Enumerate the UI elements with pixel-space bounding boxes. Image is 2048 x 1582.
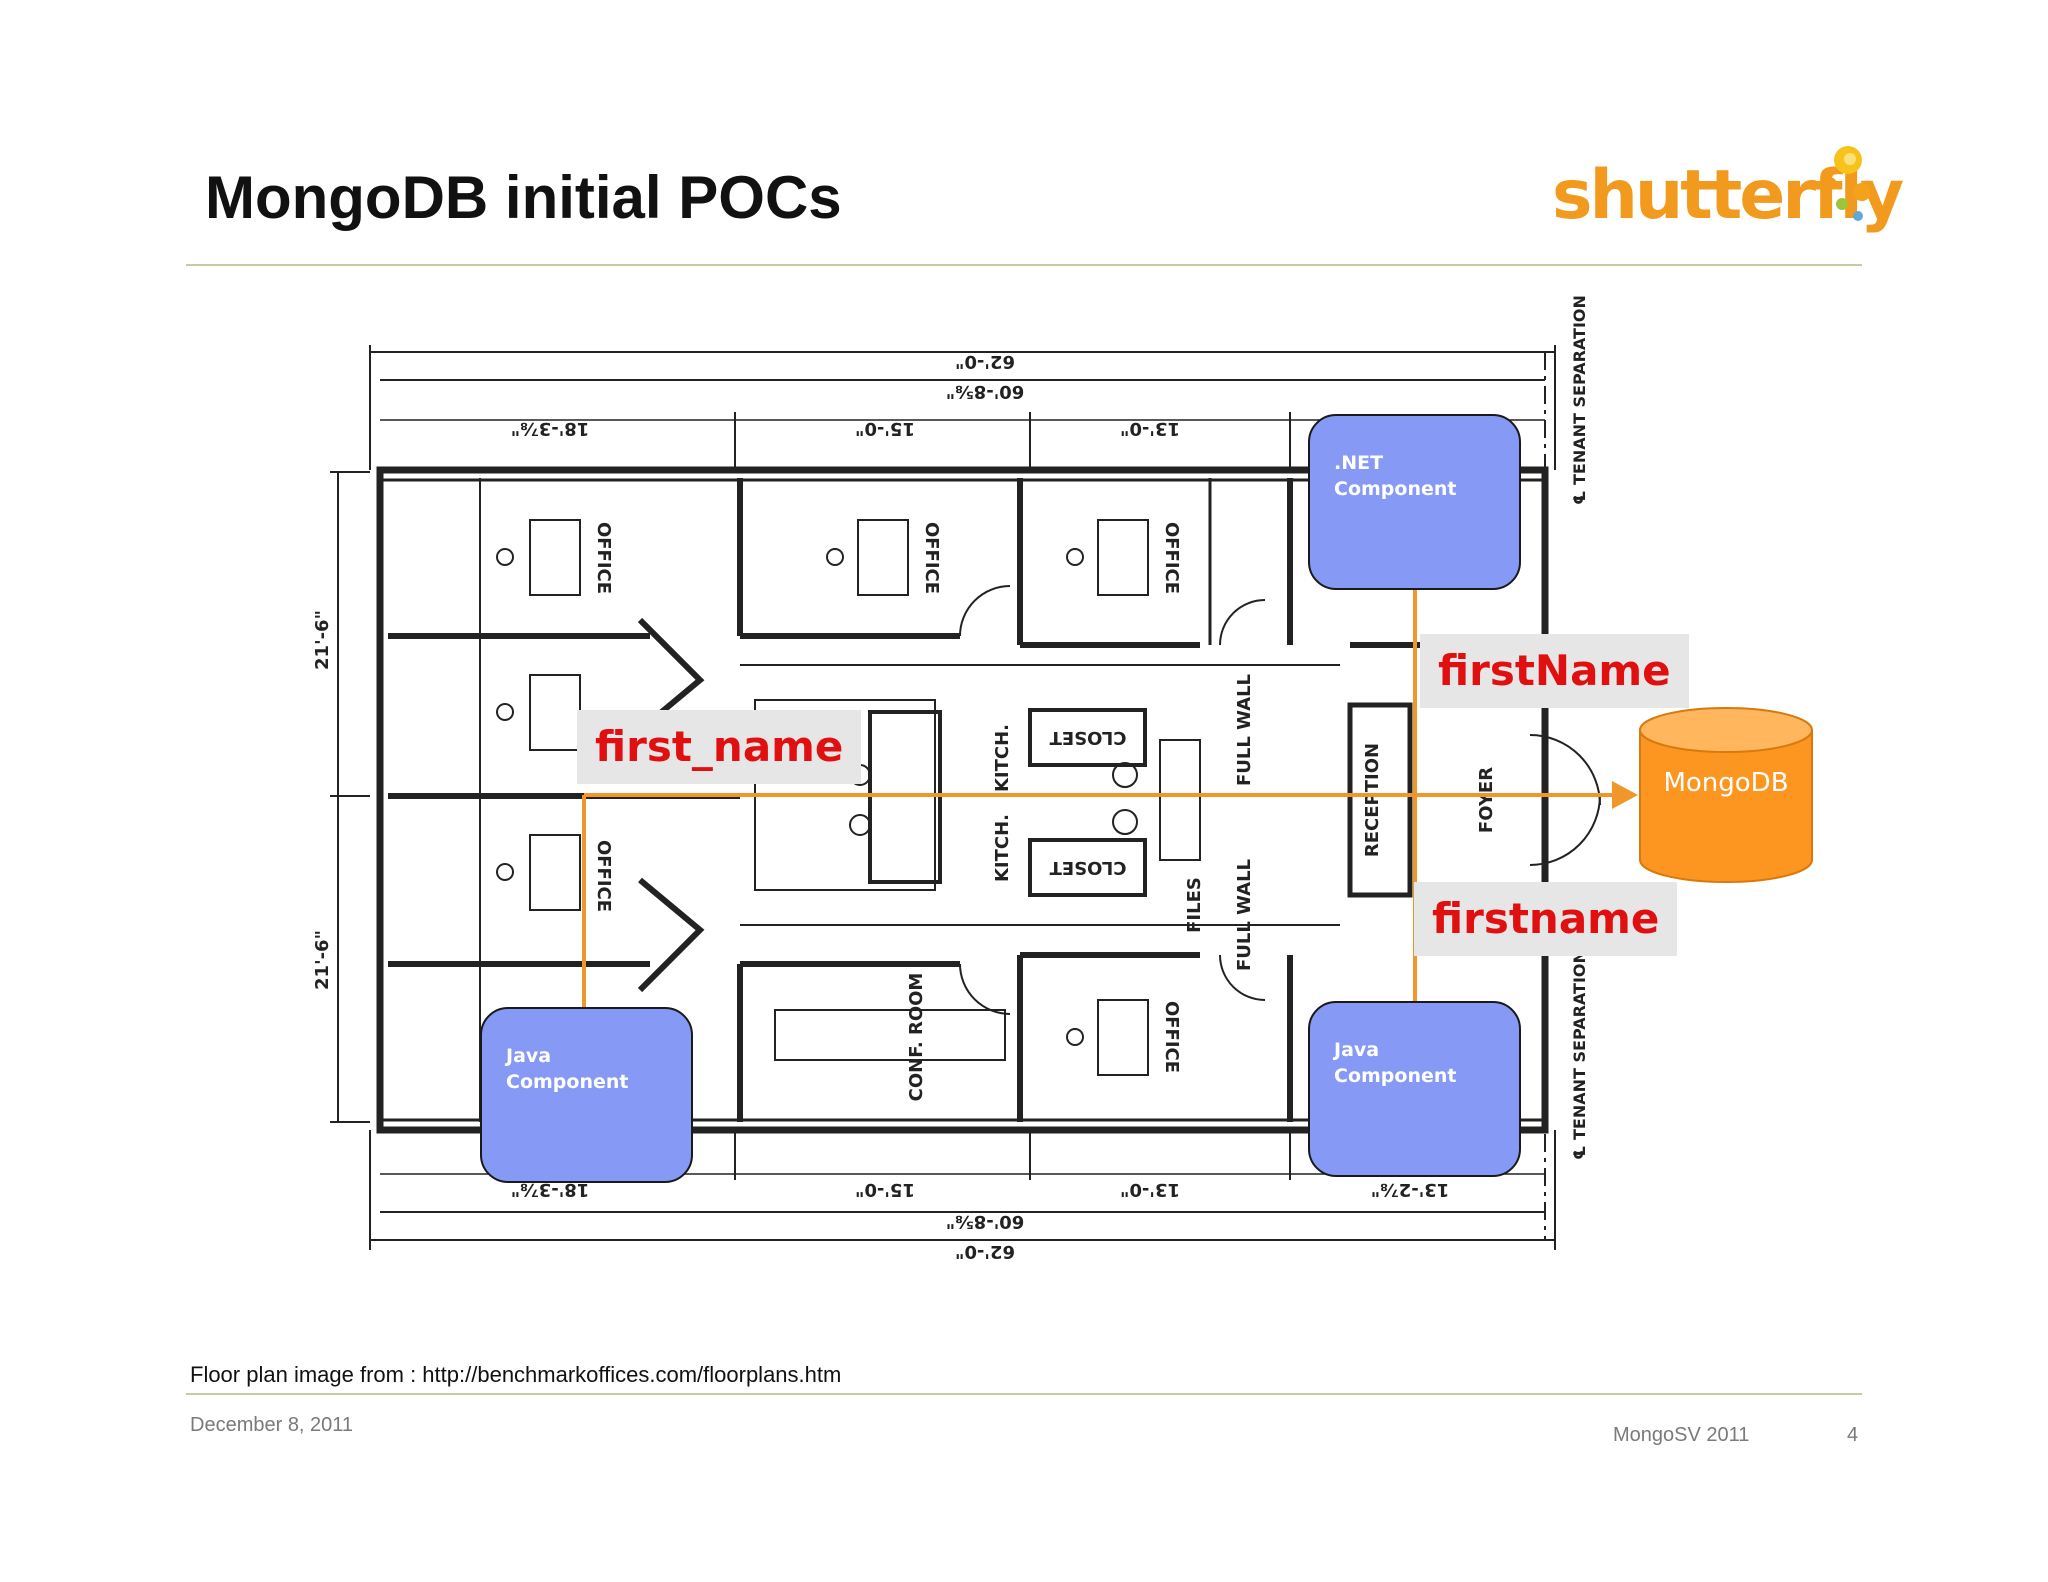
mongodb-database-icon (1639, 707, 1813, 883)
field-label-firstName: firstName (1420, 634, 1689, 708)
tenant-label-top: ℄ TENANT SEPARATION (1570, 295, 1589, 505)
footer-page-number: 4 (1847, 1424, 1859, 1446)
dim-bottom-overall: 62'-0" (955, 1241, 1015, 1262)
room-office-1: OFFICE (593, 522, 614, 594)
room-office-4: OFFICE (593, 840, 614, 912)
room-foyer: FOYER (1476, 767, 1497, 833)
dim-top-seg3: 13'-0" (1120, 418, 1180, 439)
field-label-firstname: firstname (1414, 882, 1678, 956)
dim-top-seg1: 18'-3⅞" (511, 418, 590, 439)
room-office-5: OFFICE (1161, 1001, 1182, 1073)
room-kitch-1: KITCH. (992, 724, 1013, 792)
dim-top-inner: 60'-8⅝" (946, 381, 1025, 402)
dim-top-overall: 62'-0" (955, 351, 1015, 372)
mongodb-label: MongoDB (1663, 768, 1789, 798)
footer-divider (186, 1393, 1862, 1395)
field-label-first_name: first_name (577, 710, 862, 784)
slide-title: MongoDB initial POCs (205, 164, 842, 231)
dim-bottom-seg4: 13'-2⅞" (1371, 1179, 1450, 1200)
room-closet-1: CLOSET (1049, 727, 1127, 748)
image-source-caption: Floor plan image from : http://benchmark… (190, 1362, 842, 1387)
dim-left-upper: 21'-6" (312, 610, 333, 670)
dim-bottom-seg2: 15'-0" (855, 1179, 915, 1200)
net-component: .NET Component (1308, 414, 1521, 590)
room-reception: RECEPTION (1362, 743, 1383, 857)
dim-bottom-seg3: 13'-0" (1120, 1179, 1180, 1200)
shutterfly-logo: shutterfly (1540, 130, 1904, 250)
room-conf: CONF. ROOM (906, 973, 927, 1102)
floor-plan-labels: 62'-0" 60'-8⅝" 18'-3⅞" 15'-0" 13'-0" 18'… (312, 295, 1589, 1262)
footer-date: December 8, 2011 (190, 1414, 354, 1436)
arrowhead-icon (1612, 781, 1638, 809)
room-fullwall-1: FULL WALL (1234, 674, 1255, 786)
dim-top-seg2: 15'-0" (855, 418, 915, 439)
room-kitch-2: KITCH. (992, 814, 1013, 882)
footer-event: MongoSV 2011 (1613, 1424, 1750, 1446)
logo-dots-icon (1828, 146, 1870, 221)
title-divider (186, 264, 1862, 266)
java-component-right: Java Component (1308, 1001, 1521, 1177)
dim-bottom-inner: 60'-8⅝" (946, 1211, 1025, 1232)
room-closet-2: CLOSET (1049, 857, 1127, 878)
dim-bottom-seg1: 18'-3⅞" (511, 1179, 590, 1200)
room-fullwall-2: FULL WALL (1234, 859, 1255, 971)
java-component-left: Java Component (480, 1007, 693, 1183)
tenant-label-bottom: ℄ TENANT SEPARATION (1570, 950, 1589, 1160)
room-office-3: OFFICE (1161, 522, 1182, 594)
dim-left-lower: 21'-6" (312, 930, 333, 990)
room-files: FILES (1184, 877, 1205, 933)
room-office-2: OFFICE (921, 522, 942, 594)
